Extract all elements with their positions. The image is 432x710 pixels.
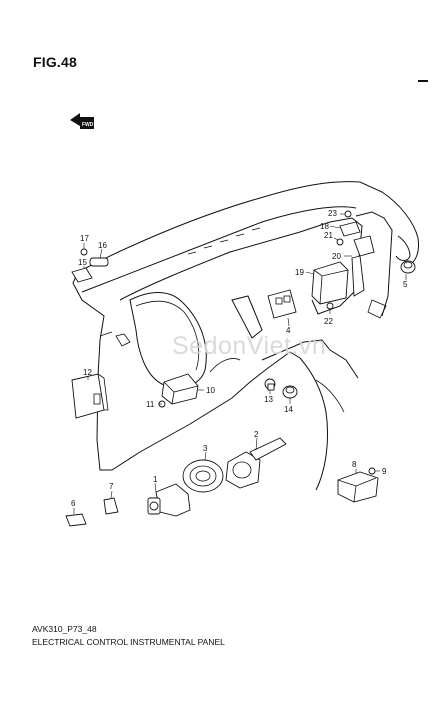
callout-15: 15 [78, 258, 87, 267]
diagram-description: ELECTRICAL CONTROL INSTRUMENTAL PANEL [32, 637, 225, 647]
part-18-bracket [329, 221, 361, 237]
part-1-ignition-switch [147, 482, 191, 517]
fwd-arrow-icon: FWD [70, 113, 94, 129]
callout-6: 6 [71, 499, 76, 508]
callout-labels: 1 2 3 4 5 6 7 8 9 10 11 12 13 14 15 16 1… [71, 209, 408, 508]
callout-4: 4 [286, 326, 291, 335]
callout-14: 14 [284, 405, 293, 414]
part-8-module [337, 469, 379, 503]
callout-5: 5 [403, 280, 408, 289]
part-17-clip [80, 243, 88, 256]
callout-19: 19 [295, 268, 304, 277]
callout-7: 7 [109, 482, 114, 491]
callout-2: 2 [254, 430, 259, 439]
part-7-switch [103, 490, 119, 515]
part-23-nut [340, 210, 352, 218]
part-9-bolt [368, 467, 380, 475]
part-4-switch-panel [267, 289, 297, 327]
part-12-control-module [71, 373, 109, 419]
part-15-sensor [71, 266, 93, 283]
part-5-sensor [400, 260, 416, 280]
part-11-screw [158, 400, 166, 408]
part-14-socket [282, 385, 298, 404]
figure-title: FIG.48 [33, 54, 77, 70]
callout-13: 13 [264, 395, 273, 404]
part-2-combination-switch [225, 437, 287, 489]
fwd-label: FWD [82, 122, 94, 128]
callout-12: 12 [83, 368, 92, 377]
callout-9: 9 [382, 467, 387, 476]
callout-10: 10 [206, 386, 215, 395]
part-22-bolt [326, 302, 334, 314]
callout-22: 22 [324, 317, 333, 326]
callout-23: 23 [328, 209, 337, 218]
callout-11: 11 [146, 400, 155, 409]
callout-18: 18 [320, 222, 329, 231]
part-3-clock-spring [182, 451, 224, 493]
diagram-code: AVK310_P73_48 [32, 624, 97, 634]
callout-17: 17 [80, 234, 89, 243]
callout-3: 3 [203, 444, 208, 453]
part-10-control-unit [161, 373, 204, 405]
callout-16: 16 [98, 241, 107, 250]
watermark-text: SedonViet.vn [172, 332, 327, 360]
part-19-control-unit [305, 261, 349, 305]
part-6-switch [65, 508, 87, 527]
part-20-bracket [344, 235, 375, 297]
callout-21: 21 [324, 231, 333, 240]
part-16-connector [89, 248, 109, 267]
part-21-clip [333, 237, 344, 246]
callout-20: 20 [332, 252, 341, 261]
callout-1: 1 [153, 475, 158, 484]
part-13-bulb-socket [264, 378, 276, 394]
callout-8: 8 [352, 460, 357, 469]
corner-mark [418, 80, 428, 82]
